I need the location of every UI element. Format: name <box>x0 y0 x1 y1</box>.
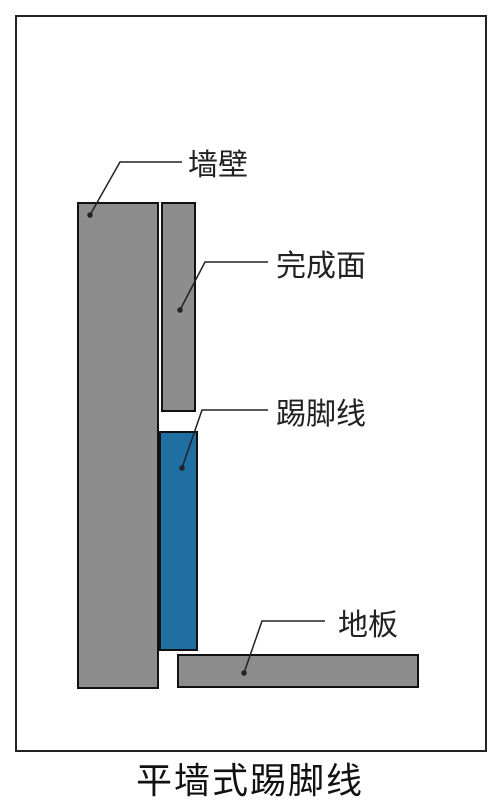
label-finish-surface: 完成面 <box>276 249 366 284</box>
label-wall: 墙壁 <box>188 148 248 183</box>
leader-line-skirting <box>181 409 268 469</box>
wall-block <box>77 202 159 689</box>
finish-surface-block <box>161 202 196 412</box>
floor-block <box>177 654 419 688</box>
label-skirting: 踢脚线 <box>276 397 366 432</box>
leader-line-floor <box>243 620 325 674</box>
leader-dot-skirting <box>179 465 185 471</box>
skirting-diagram: 墙壁 完成面 踢脚线 地板 <box>15 15 487 752</box>
diagram-caption: 平墙式踢脚线 <box>135 761 364 802</box>
leader-line-wall <box>89 161 182 216</box>
leader-dot-wall <box>87 212 93 218</box>
skirting-board <box>159 431 198 651</box>
label-floor: 地板 <box>338 608 398 643</box>
leader-dot-finish <box>177 307 183 313</box>
leader-line-finish <box>179 261 268 311</box>
leader-dot-floor <box>241 670 247 676</box>
